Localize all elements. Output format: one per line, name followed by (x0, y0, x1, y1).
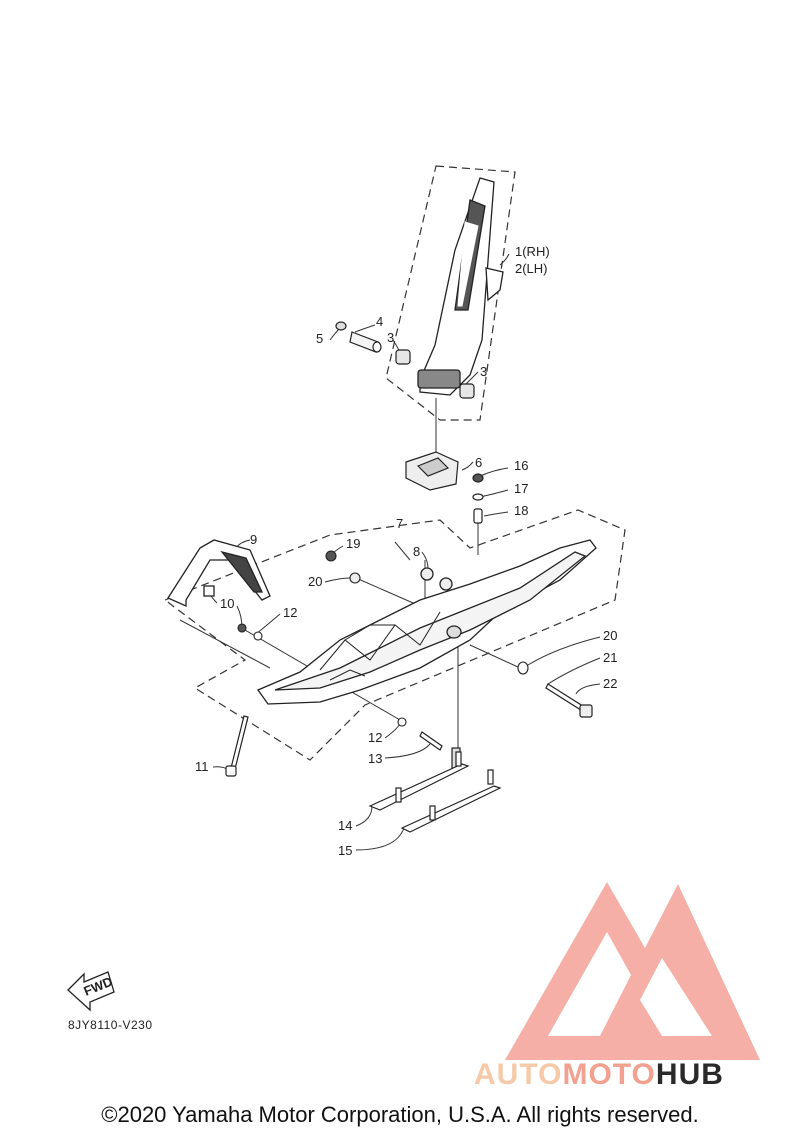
callout-2: 2(LH) (515, 261, 548, 276)
ski-group-outline (163, 509, 626, 761)
watermark-logo (505, 882, 760, 1060)
callout-20b: 20 (603, 628, 617, 643)
callout-1: 1(RH) (515, 244, 550, 259)
callout-7: 7 (396, 516, 403, 531)
watermark-brand: AUTOMOTOHUB (474, 1058, 724, 1092)
ski-loop-part (167, 539, 271, 608)
brand-part-moto: MOTO (562, 1058, 656, 1091)
copyright-notice: ©2020 Yamaha Motor Corporation, U.S.A. A… (101, 1102, 699, 1127)
callout-3a: 3 (387, 330, 394, 345)
callout-19: 19 (346, 536, 360, 551)
callout-11: 11 (195, 759, 209, 774)
brand-part-auto: AUTO (474, 1058, 563, 1091)
callout-12a: 12 (283, 605, 297, 620)
callout-6: 6 (475, 455, 482, 470)
callout-4: 4 (376, 314, 383, 329)
ski-body-part (257, 539, 597, 705)
fwd-arrow-icon: FWD (67, 971, 115, 1012)
callout-18: 18 (514, 503, 528, 518)
callout-13: 13 (368, 751, 382, 766)
ski-handle-part (417, 177, 504, 396)
callout-14: 14 (338, 818, 352, 833)
callout-22: 22 (603, 676, 617, 691)
callout-3b: 3 (480, 364, 487, 379)
callout-9: 9 (250, 532, 257, 547)
ski-small-hardware (237, 550, 529, 727)
brand-part-hub: HUB (655, 1058, 724, 1091)
callout-20a: 20 (308, 574, 322, 589)
callout-16: 16 (514, 458, 528, 473)
callout-labels: 1(RH) 2(LH) 3 3 4 5 6 7 8 9 10 11 12 12 … (195, 244, 617, 858)
callout-8: 8 (413, 544, 420, 559)
handle-hardware (335, 321, 475, 399)
drawing-code: 8JY8110-V230 (68, 1018, 153, 1032)
callout-21: 21 (603, 650, 617, 665)
runners (368, 751, 502, 833)
saddle-and-fasteners (405, 451, 484, 524)
callout-17: 17 (514, 481, 528, 496)
callout-15: 15 (338, 843, 352, 858)
callout-5: 5 (316, 331, 323, 346)
callout-12b: 12 (368, 730, 382, 745)
callout-10: 10 (220, 596, 234, 611)
